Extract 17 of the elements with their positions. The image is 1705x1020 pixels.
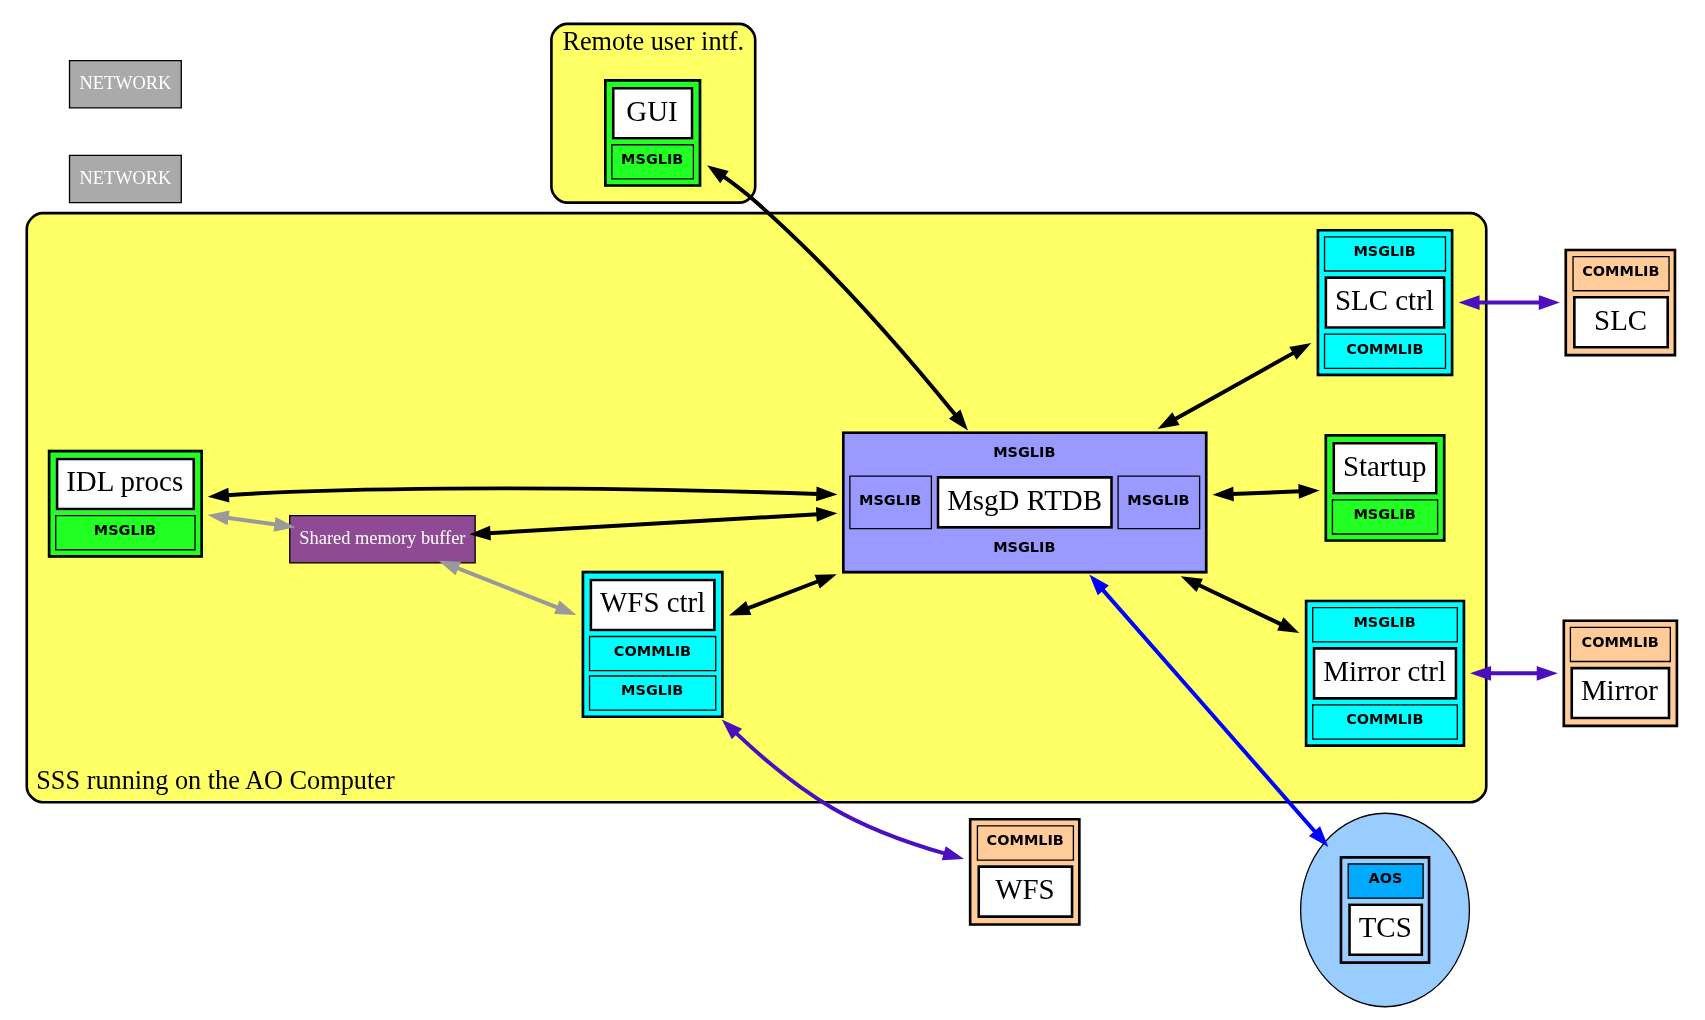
node-box: Shared memory buffer (289, 514, 476, 564)
arrow (469, 506, 838, 541)
arrow (1089, 574, 1329, 847)
arrow (729, 574, 837, 616)
arrow (1470, 665, 1558, 681)
node-box: NETWORK (68, 154, 182, 204)
arrow (438, 560, 577, 615)
arrow (721, 719, 965, 861)
arrow (207, 510, 296, 532)
arrow (1458, 295, 1560, 310)
arrow (207, 486, 838, 503)
arrow (1180, 576, 1300, 633)
arrow (1157, 343, 1312, 429)
arrow (707, 165, 968, 431)
node-box: NETWORK (68, 59, 182, 109)
arrow (1212, 484, 1320, 502)
node-ellipse: AOS TCS (1299, 812, 1471, 1008)
